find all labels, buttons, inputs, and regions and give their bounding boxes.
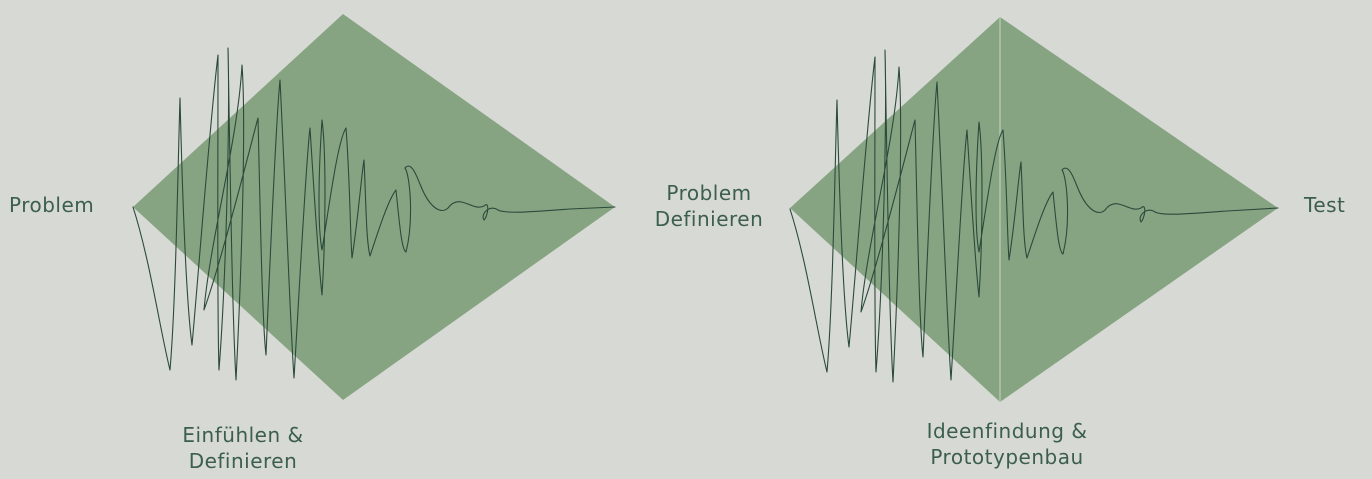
label-einfuehlen-definieren: Einfühlen & Definieren	[160, 422, 326, 474]
label-ideenfindung-line1: Ideenfindung &	[912, 418, 1102, 444]
label-problem-definieren-line1: Problem	[636, 180, 782, 206]
diamond-left	[133, 14, 615, 400]
label-ideenfindung-prototypenbau: Ideenfindung & Prototypenbau	[912, 418, 1102, 470]
label-problem-definieren-line2: Definieren	[636, 206, 782, 232]
label-problem-definieren: Problem Definieren	[636, 180, 782, 232]
label-einfuehlen-line1: Einfühlen &	[160, 422, 326, 448]
label-ideenfindung-line2: Prototypenbau	[912, 444, 1102, 470]
label-test: Test	[1304, 192, 1345, 218]
label-problem: Problem	[9, 192, 94, 218]
diamond-right	[790, 17, 1278, 402]
label-einfuehlen-line2: Definieren	[160, 448, 326, 474]
